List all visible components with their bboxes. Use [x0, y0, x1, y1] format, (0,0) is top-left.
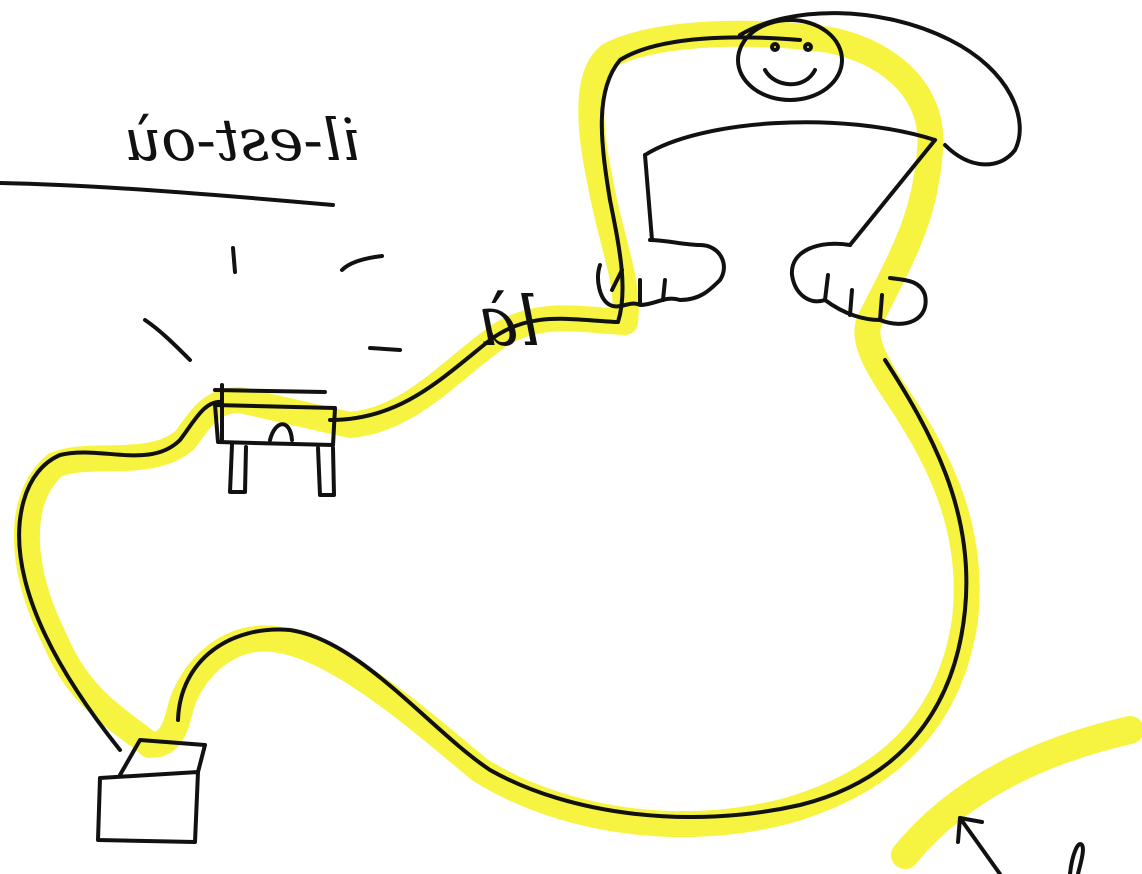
title-underline	[0, 183, 333, 205]
title-text: il-est-où	[124, 106, 360, 174]
exclamation-text: là	[478, 283, 540, 362]
person-icon	[598, 13, 1020, 324]
big-loop-path	[178, 360, 966, 817]
exclamation-marks	[145, 248, 400, 360]
arrow-highlight	[905, 730, 1130, 855]
route-path-2	[330, 37, 800, 420]
arrow-icon	[958, 818, 1083, 874]
